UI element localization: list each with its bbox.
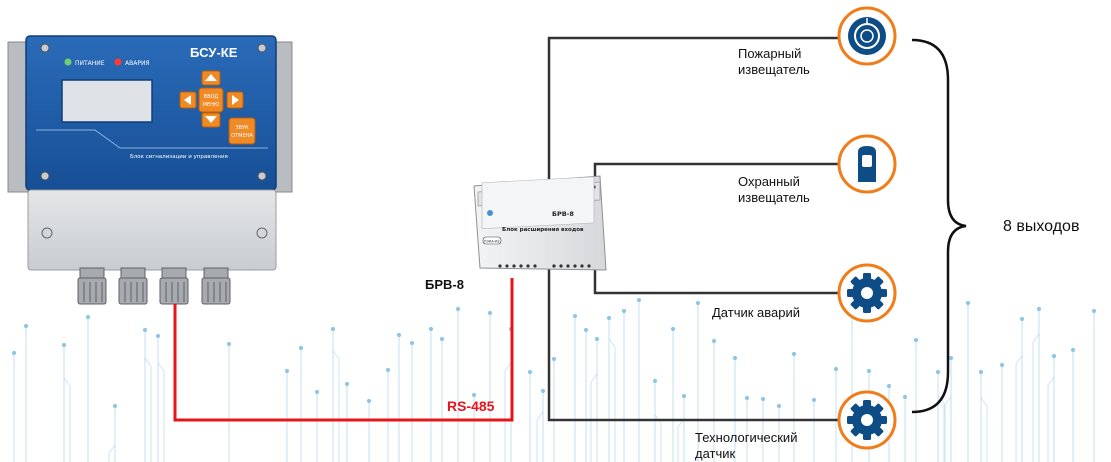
outputs-label: 8 выходов: [1003, 218, 1080, 235]
circuit-background: [11, 297, 1097, 462]
outputs-brace: [911, 38, 967, 414]
cancel-label: ОТМЕНА: [231, 133, 253, 139]
rs485-label: RS-485: [447, 398, 495, 414]
rs485-bus-line: [173, 278, 514, 422]
bsu-title: БСУ-КЕ: [190, 45, 238, 60]
gear-icon: [847, 273, 887, 313]
wire-tech: [547, 268, 838, 422]
cable-glands: [77, 267, 231, 305]
fire-detector-label-line2: извещатель: [738, 62, 810, 77]
brv-8-label: БРВ-8: [425, 277, 464, 292]
brv-badge: РЭКА-КЕ: [484, 240, 499, 244]
emergency-sensor-label: Датчик аварий: [712, 305, 800, 321]
alarm-led: [114, 58, 122, 66]
tech-sensor-label-line1: Технологический: [695, 430, 798, 445]
bsu-subtitle: Блок сигнализации и управления: [130, 154, 228, 160]
sound-cancel-button: [228, 117, 256, 145]
security-detector-label-line2: извещатель: [738, 190, 810, 205]
fire-detector-label-line1: Пожарный: [738, 46, 802, 61]
wire-fire: [547, 36, 838, 180]
gear-icon: [847, 400, 887, 440]
security-detector-label: Охранный извещатель: [738, 174, 810, 206]
security-detector-label-line1: Охранный: [738, 174, 800, 189]
brv-8-device: БРВ-8 Блок расширения входов РЭКА-КЕ: [473, 175, 607, 271]
enter-label: ВВОД: [204, 94, 219, 100]
brv-front-model: БРВ-8: [552, 210, 574, 218]
fire-detector-node: [837, 6, 897, 66]
led-alarm-label: АВАРИЯ: [125, 60, 150, 67]
emergency-sensor-label-line1: Датчик аварий: [712, 305, 801, 320]
sensor-wires: [547, 36, 838, 422]
tech-sensor-node: [837, 390, 897, 450]
sound-label: ЗВУК: [235, 125, 249, 131]
tech-sensor-label-line2: датчик: [695, 446, 736, 461]
wire-security: [593, 162, 838, 180]
emergency-sensor-node: [837, 263, 897, 323]
lcd-screen: [61, 79, 153, 123]
menu-label: МЕНЮ: [203, 102, 220, 108]
brv-front-title: Блок расширения входов: [502, 227, 584, 233]
enter-menu-button: [198, 87, 224, 113]
power-led: [64, 58, 72, 66]
wire-emergency: [593, 268, 838, 295]
security-detector-node: [837, 134, 897, 194]
bsu-ke-device: БСУ-КЕ ПИТАНИЕ АВАРИЯ Блок сигнализации …: [7, 35, 293, 305]
fire-detector-label: Пожарный извещатель: [738, 46, 810, 78]
led-power-label: ПИТАНИЕ: [75, 60, 105, 67]
keypad: ВВОД МЕНЮ ЗВУК ОТМЕНА: [179, 70, 256, 145]
tech-sensor-label: Технологический датчик: [695, 430, 797, 462]
